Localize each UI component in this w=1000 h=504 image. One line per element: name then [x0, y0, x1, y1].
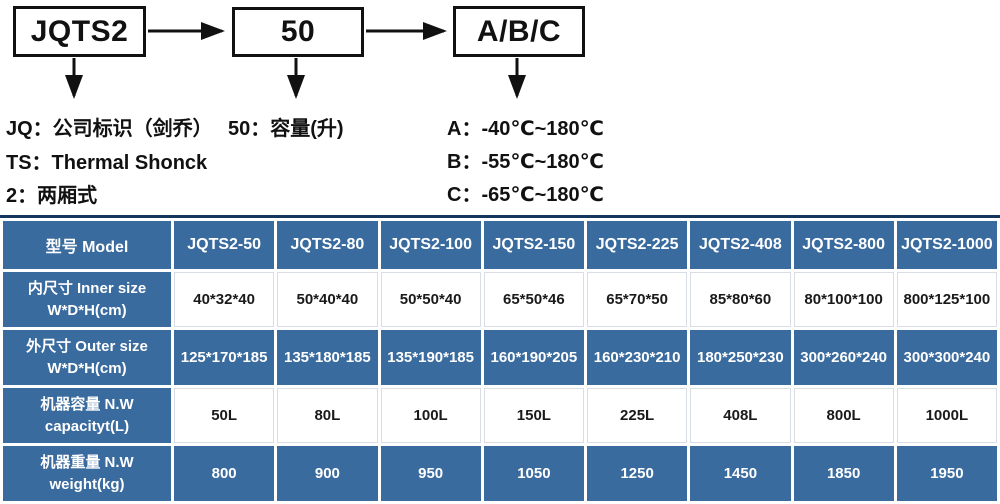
cell-value: 408L	[690, 388, 791, 443]
column-header: JQTS2-150	[483, 221, 584, 269]
capacity-code-box: 50	[232, 7, 364, 57]
cell-value: 1950	[896, 446, 997, 501]
cell-value: 800L	[793, 388, 894, 443]
row-label-zh: 机器容量 N.W	[40, 395, 134, 413]
row-label-en: W*D*H(cm)	[47, 359, 127, 377]
cell-value: 800	[174, 446, 275, 501]
row-label-en: weight(kg)	[49, 475, 125, 493]
column-header: JQTS2-100	[380, 221, 481, 269]
cell-value: 160*230*210	[587, 330, 688, 385]
cell-value: 40*32*40	[174, 272, 275, 327]
cell-value: 800*125*100	[896, 272, 997, 327]
row-label: 外尺寸 Outer size W*D*H(cm)	[3, 330, 171, 385]
table-row-inner-size: 内尺寸 Inner size W*D*H(cm) 40*32*40 50*40*…	[3, 272, 997, 327]
cell-value: 300*300*240	[896, 330, 997, 385]
note-grade-a: A：-40℃~180℃	[447, 118, 604, 140]
table-row-outer-size: 外尺寸 Outer size W*D*H(cm) 125*170*185 135…	[3, 330, 997, 385]
cell-value: 85*80*60	[690, 272, 791, 327]
note-grade-b: B：-55℃~180℃	[447, 151, 604, 173]
cell-value: 50*50*40	[380, 272, 481, 327]
cell-value: 300*260*240	[793, 330, 894, 385]
cell-value: 180*250*230	[690, 330, 791, 385]
row-label: 机器重量 N.W weight(kg)	[3, 446, 171, 501]
cell-value: 1450	[690, 446, 791, 501]
cell-value: 950	[380, 446, 481, 501]
model-naming-diagram: JQTS2 50 A/B/C JQ：公司标识（剑乔） TS：Thermal Sh…	[0, 0, 1000, 215]
row-label-zh: 内尺寸 Inner size	[27, 279, 147, 297]
cell-value: 135*190*185	[380, 330, 481, 385]
cell-value: 80*100*100	[793, 272, 894, 327]
cell-value: 1000L	[896, 388, 997, 443]
cell-value: 50L	[174, 388, 275, 443]
row-label-zh: 外尺寸 Outer size	[26, 337, 148, 355]
note-jq-meaning: JQ：公司标识（剑乔）	[6, 118, 213, 140]
column-header: JQTS2-225	[587, 221, 688, 269]
note-2-meaning: 2：两厢式	[6, 185, 98, 207]
model-prefix-box: JQTS2	[13, 6, 146, 57]
row-label-zh: 机器重量 N.W	[40, 453, 134, 471]
column-header: JQTS2-408	[690, 221, 791, 269]
diagram-arrows	[65, 22, 526, 99]
cell-value: 900	[277, 446, 378, 501]
cell-value: 50*40*40	[277, 272, 378, 327]
spec-table: 型号 Model JQTS2-50 JQTS2-80 JQTS2-100 JQT…	[0, 215, 1000, 504]
column-header-model: 型号 Model	[3, 221, 171, 269]
cell-value: 80L	[277, 388, 378, 443]
cell-value: 65*70*50	[587, 272, 688, 327]
cell-value: 225L	[587, 388, 688, 443]
column-header: JQTS2-80	[277, 221, 378, 269]
cell-value: 1850	[793, 446, 894, 501]
row-label-en: capacityt(L)	[44, 417, 130, 435]
column-header: JQTS2-1000	[896, 221, 997, 269]
column-header: JQTS2-800	[793, 221, 894, 269]
column-header: JQTS2-50	[174, 221, 275, 269]
note-ts-meaning: TS：Thermal Shonck	[6, 152, 208, 174]
cell-value: 135*180*185	[277, 330, 378, 385]
cell-value: 1250	[587, 446, 688, 501]
table-row-capacity: 机器容量 N.W capacityt(L) 50L 80L 100L 150L …	[3, 388, 997, 443]
note-50-meaning: 50：容量(升)	[228, 118, 344, 140]
spec-table-section: 型号 Model JQTS2-50 JQTS2-80 JQTS2-100 JQT…	[0, 215, 1000, 504]
row-label: 内尺寸 Inner size W*D*H(cm)	[3, 272, 171, 327]
cell-value: 65*50*46	[483, 272, 584, 327]
cell-value: 125*170*185	[174, 330, 275, 385]
table-header-row: 型号 Model JQTS2-50 JQTS2-80 JQTS2-100 JQT…	[3, 221, 997, 269]
row-label-en: W*D*H(cm)	[47, 301, 127, 319]
cell-value: 150L	[483, 388, 584, 443]
temp-grade-box: A/B/C	[453, 6, 585, 57]
cell-value: 1050	[483, 446, 584, 501]
cell-value: 100L	[380, 388, 481, 443]
row-label: 机器容量 N.W capacityt(L)	[3, 388, 171, 443]
note-grade-c: C：-65℃~180℃	[447, 184, 604, 206]
table-row-weight: 机器重量 N.W weight(kg) 800 900 950 1050 125…	[3, 446, 997, 501]
cell-value: 160*190*205	[483, 330, 584, 385]
